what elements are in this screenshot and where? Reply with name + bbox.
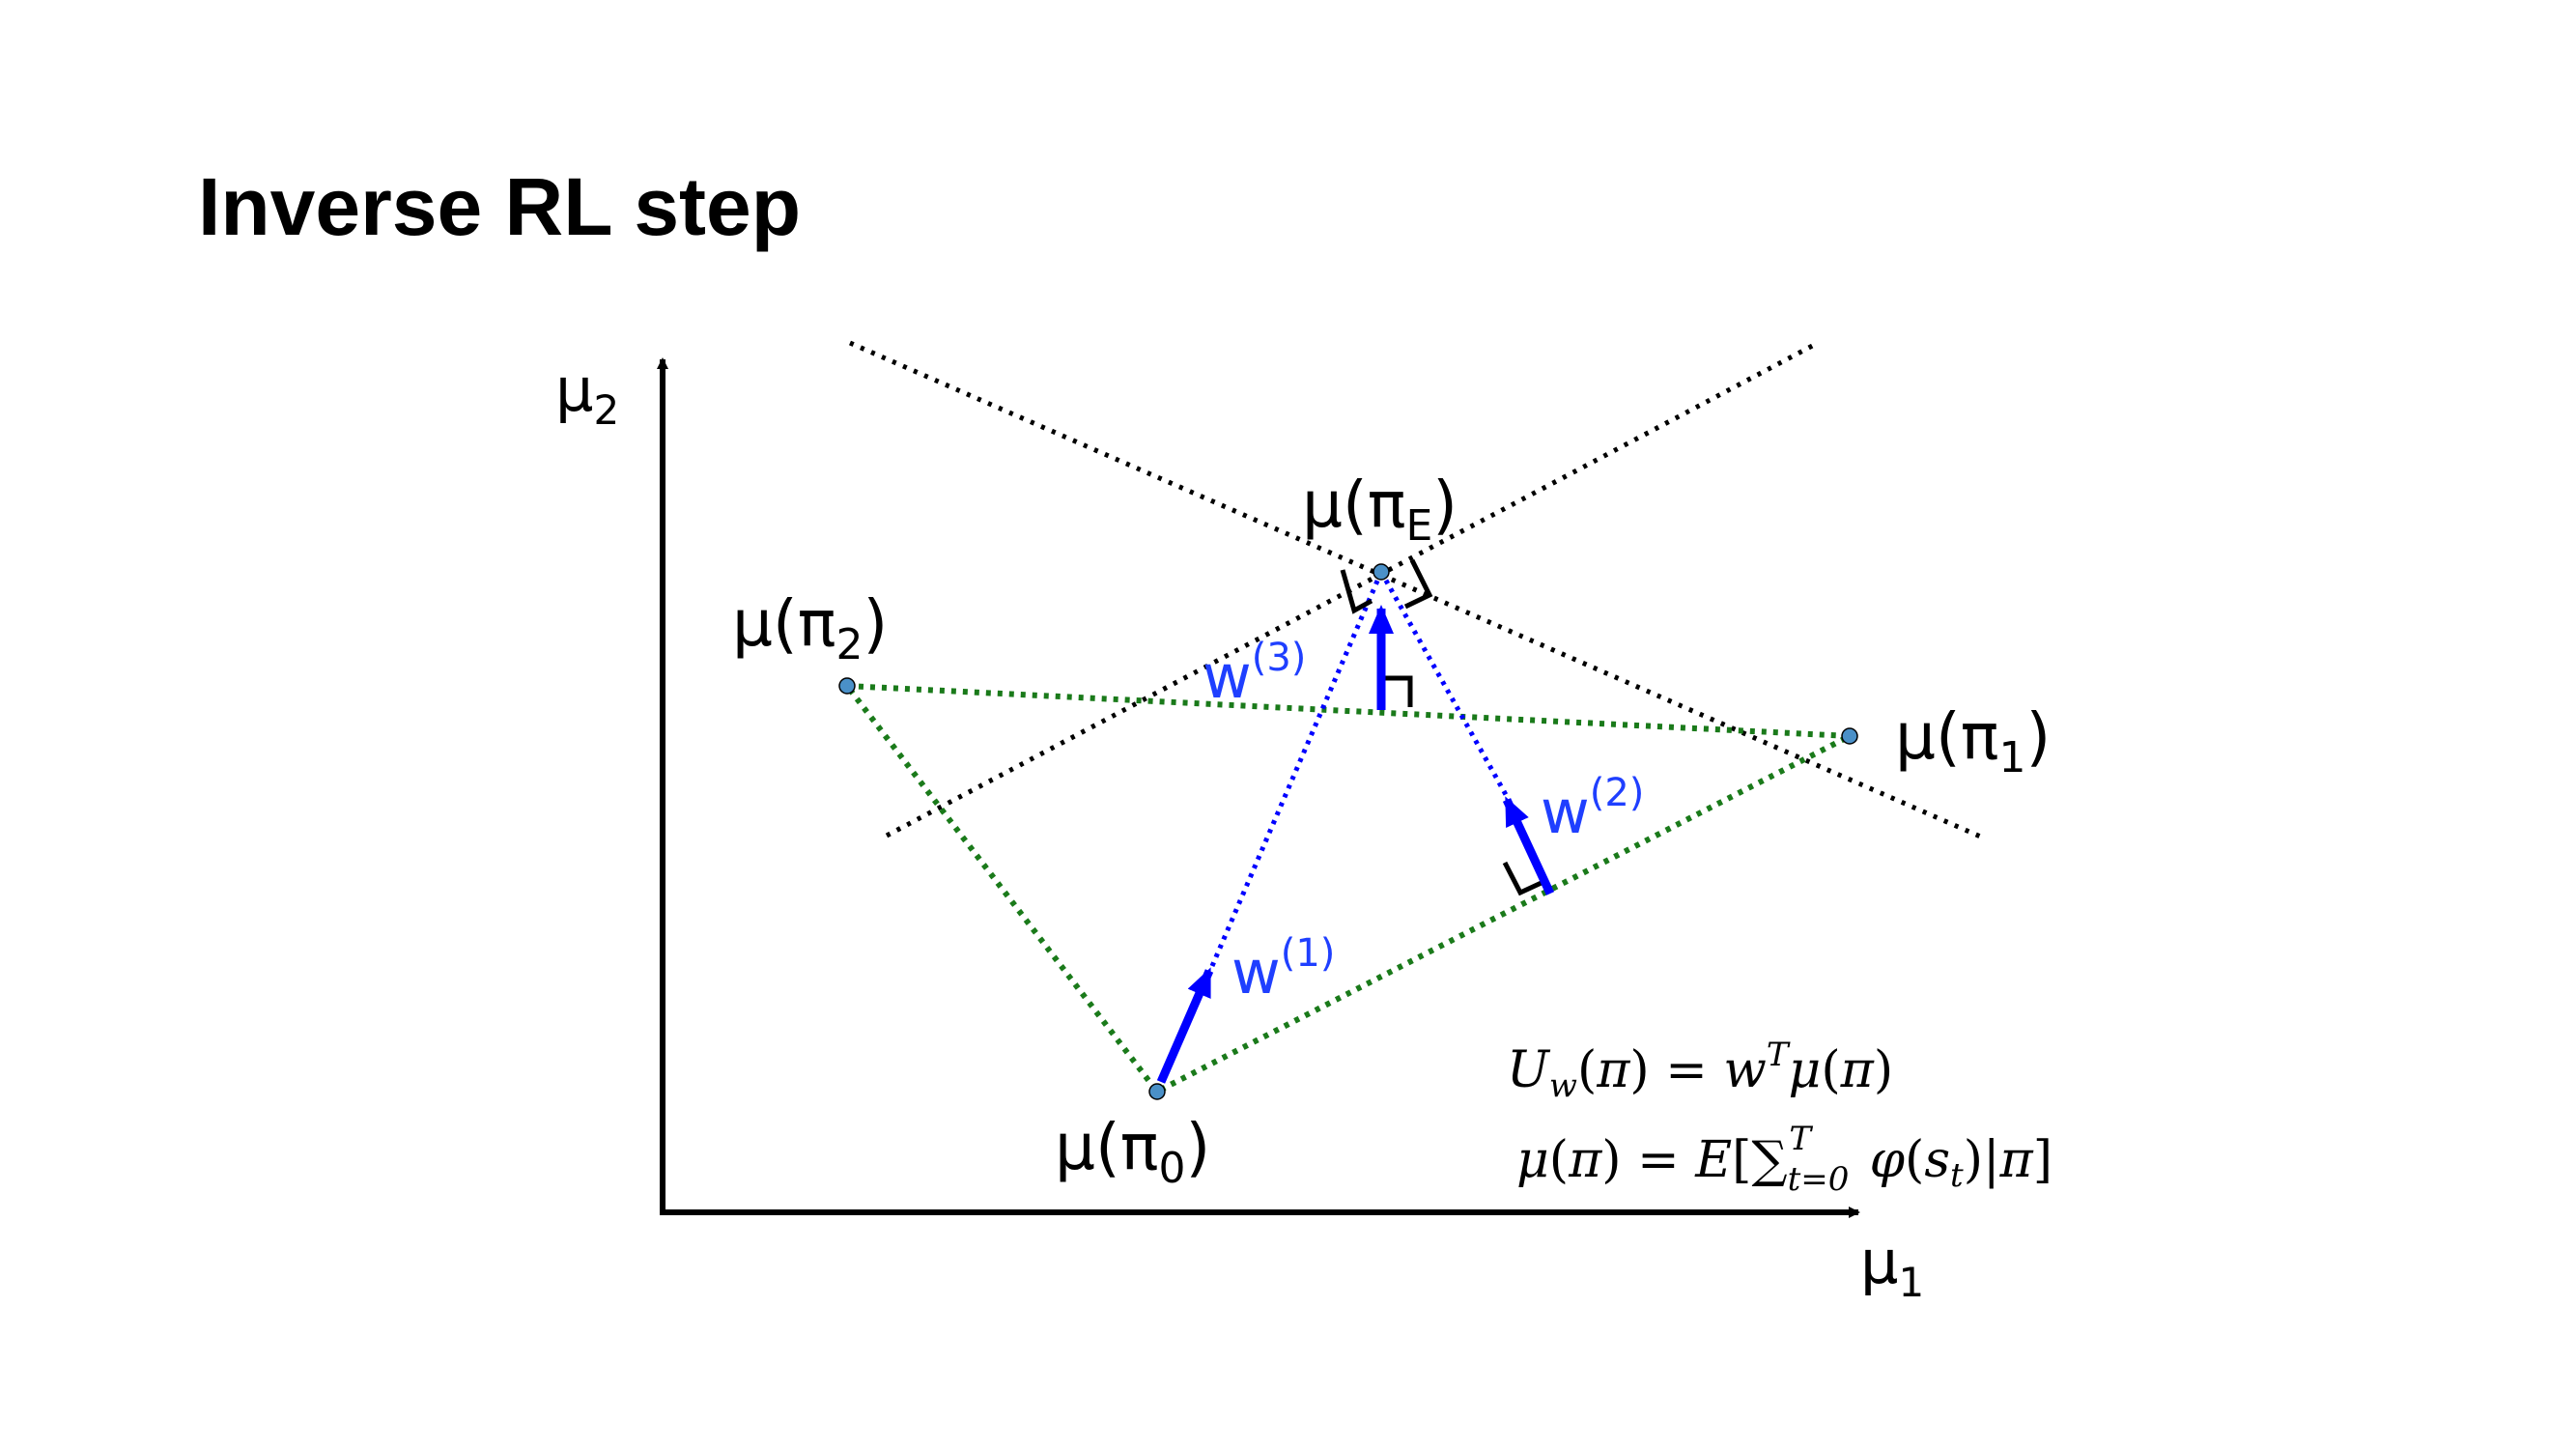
label-pi-E: μ(πE) bbox=[1302, 468, 1458, 551]
point-pi-1 bbox=[1841, 727, 1858, 745]
label-w3: w(3) bbox=[1203, 636, 1306, 712]
projection-line-2 bbox=[1378, 570, 1512, 802]
point-pi-E bbox=[1373, 563, 1390, 581]
formula-utility: Uw(π) = wTμ(π) bbox=[1507, 1036, 1893, 1105]
right-angle-marker-2 bbox=[1403, 558, 1433, 610]
label-pi-2: μ(π2) bbox=[732, 586, 888, 669]
right-angle-marker-4 bbox=[1502, 861, 1547, 896]
right-angle-marker-1 bbox=[1340, 569, 1373, 614]
label-pi-1: μ(π1) bbox=[1895, 699, 2051, 782]
point-pi-2 bbox=[838, 677, 856, 695]
convex-hull bbox=[840, 682, 1861, 1095]
separating-line-1 bbox=[848, 340, 1987, 841]
projection-line-1 bbox=[1209, 571, 1384, 967]
weight-vector-w2 bbox=[1502, 796, 1555, 895]
slide-title: Inverse RL step bbox=[198, 161, 802, 252]
label-pi-0: μ(π0) bbox=[1055, 1110, 1210, 1193]
formula-feature-expectation: μ(π) = E[∑t=0T φ(st)|π] bbox=[1516, 1120, 2052, 1199]
label-w2: w(2) bbox=[1541, 771, 1644, 847]
y-axis-label: μ2 bbox=[555, 355, 619, 434]
x-axis-label: μ1 bbox=[1860, 1227, 1924, 1306]
separating-line-2 bbox=[885, 340, 1820, 838]
weight-vector-w1 bbox=[1156, 967, 1214, 1084]
right-angle-marker-3 bbox=[1381, 675, 1413, 707]
point-pi-0 bbox=[1148, 1083, 1166, 1100]
label-w1: w(1) bbox=[1231, 931, 1335, 1008]
